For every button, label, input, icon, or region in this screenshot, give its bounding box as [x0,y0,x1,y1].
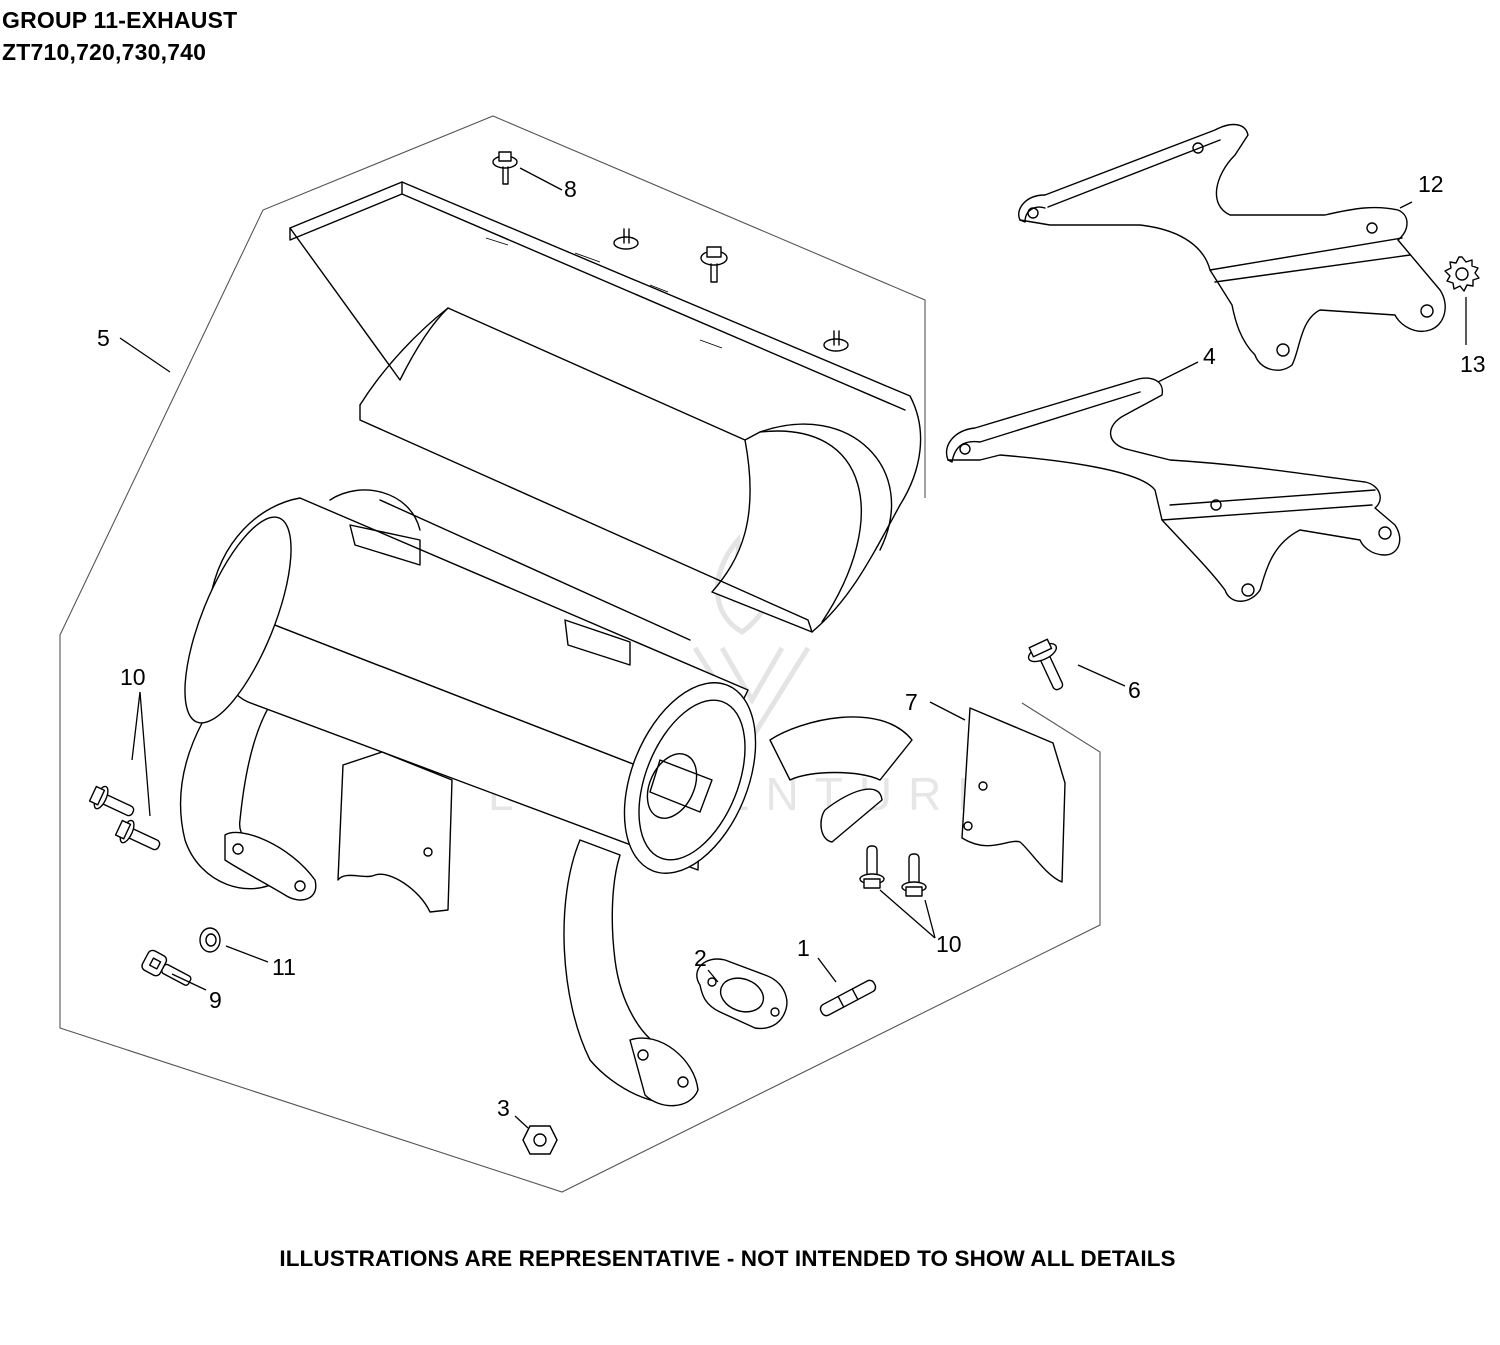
gasket-2 [696,958,788,1030]
callout-2: 2 [694,945,707,971]
bolts-10-right [859,845,927,897]
callout-6: 6 [1128,677,1141,703]
model-numbers: ZT710,720,730,740 [2,39,207,65]
disclaimer-text: ILLUSTRATIONS ARE REPRESENTATIVE - NOT I… [279,1246,1176,1271]
callout-3: 3 [497,1095,510,1121]
bolt-6 [1027,638,1064,691]
heat-shield [289,181,922,633]
heat-deflector [337,751,453,913]
assembly-boundary [59,115,1101,1193]
leader-lines [119,167,1467,1129]
screw-9 [141,949,192,986]
bolts-10-left [88,785,161,851]
heat-shield-screws [492,151,849,352]
callout-7: 7 [905,689,918,715]
callout-13: 13 [1460,351,1486,377]
front-exhaust-pipe [563,716,913,1107]
callout-12: 12 [1418,171,1444,197]
bracket-4 [945,377,1401,602]
callout-8: 8 [564,176,577,202]
stud-1 [819,979,877,1017]
washer-11 [199,927,221,953]
callout-10-left: 10 [120,664,146,690]
callout-9: 9 [209,987,222,1013]
callout-1: 1 [797,935,810,961]
callout-5: 5 [97,325,110,351]
diagram-title: GROUP 11-EXHAUST [2,7,238,33]
star-washer [1444,256,1480,292]
bracket-12 [1018,123,1446,371]
callout-11: 11 [272,954,296,980]
rear-exhaust-pipe [179,679,317,901]
muffler [184,489,757,874]
heat-guard [961,707,1066,883]
callout-4: 4 [1203,343,1216,369]
callout-10-right: 10 [936,931,962,957]
nut-3 [522,1125,558,1155]
